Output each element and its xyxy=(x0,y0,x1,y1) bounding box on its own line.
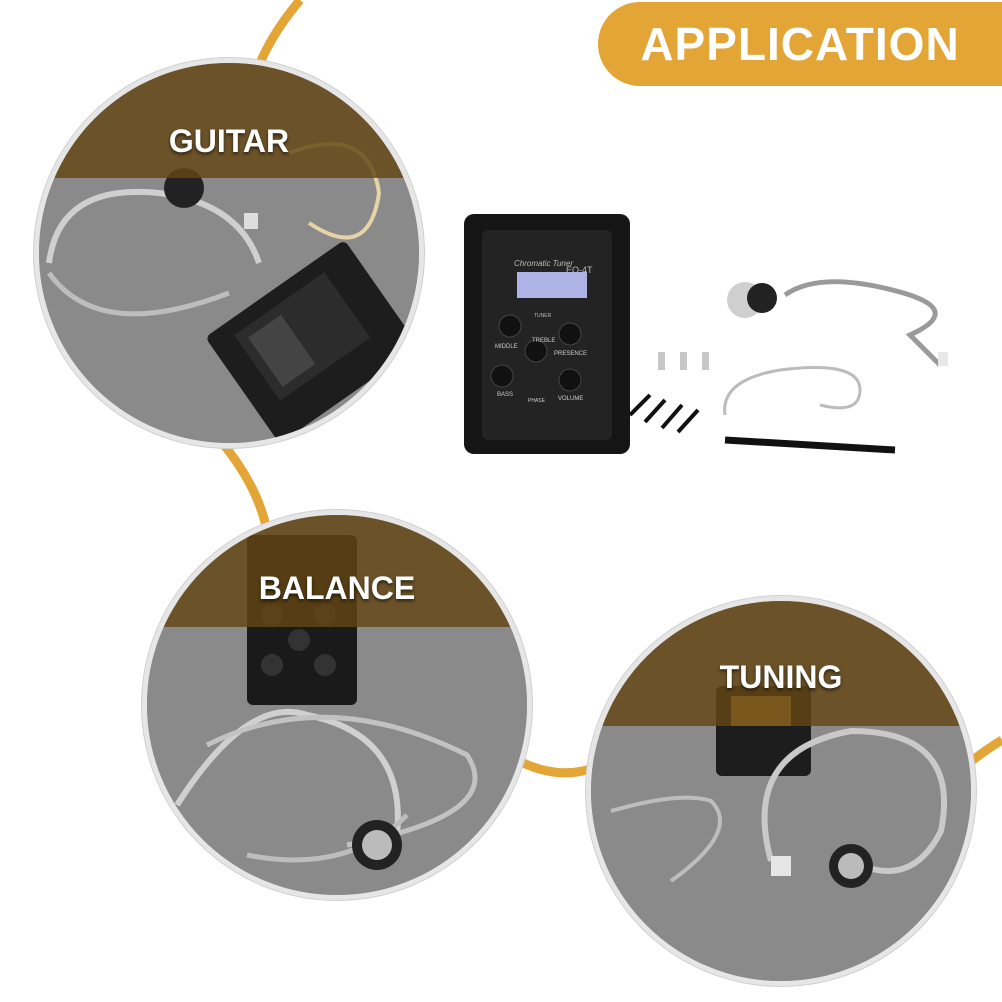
product-photo: Chromatic Tuner EQ-4T TUNER MIDDLE TREBL… xyxy=(464,214,948,454)
tuning-panel: TUNING xyxy=(586,596,976,986)
guitar-label-band xyxy=(39,63,419,178)
tuning-label: TUNING xyxy=(719,659,843,695)
knob-label-bass: BASS xyxy=(497,392,513,398)
balance-label-band xyxy=(147,515,527,627)
balance-panel: BALANCE xyxy=(142,510,532,900)
header-title: APPLICATION xyxy=(640,18,960,70)
guitar-panel: GUITAR xyxy=(34,58,424,448)
balance-label: BALANCE xyxy=(258,570,416,606)
tuner-label: TUNER xyxy=(534,313,552,319)
model-text: EQ-4T xyxy=(566,265,593,275)
tuning-label-band xyxy=(591,601,971,726)
knob-label-volume: VOLUME xyxy=(558,396,583,402)
application-header: APPLICATION xyxy=(598,2,1002,86)
preamp-unit: Chromatic Tuner EQ-4T TUNER MIDDLE TREBL… xyxy=(464,214,630,454)
guitar-label: GUITAR xyxy=(168,123,290,159)
phase-label: PHASE xyxy=(528,398,546,404)
knob-label-presence: PRESENCE xyxy=(554,351,587,357)
output-jack-and-cables xyxy=(723,279,948,454)
screws xyxy=(628,352,709,434)
lcd-screen xyxy=(517,272,587,298)
knob-label-treble: TREBLE xyxy=(532,338,555,344)
knob-label-middle: MIDDLE xyxy=(495,344,518,350)
tuner-brand-text: Chromatic Tuner xyxy=(514,259,573,268)
